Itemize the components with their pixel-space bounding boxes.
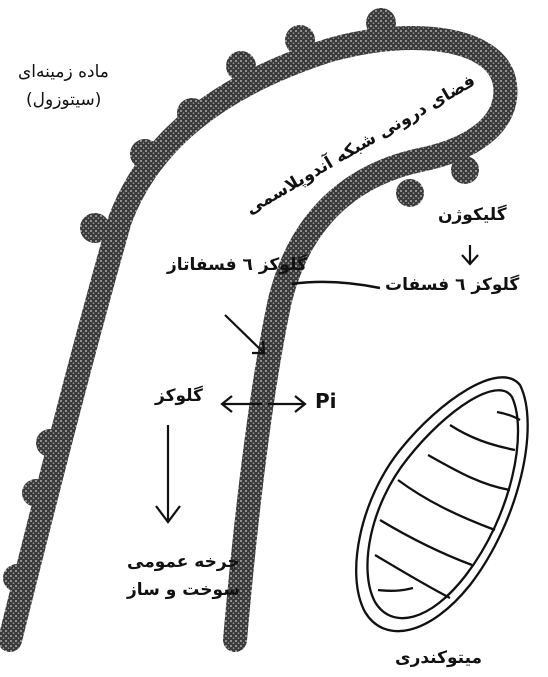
phosphatase-arrow	[225, 315, 264, 353]
glycogen-label: گلیکوژن	[438, 205, 507, 225]
ribosome	[366, 8, 396, 38]
ribosome	[130, 139, 160, 169]
ribosome	[22, 479, 50, 507]
g6p-leader-line	[292, 282, 380, 288]
ribosome	[3, 564, 31, 592]
ribosome	[285, 25, 315, 55]
ribosome	[80, 213, 110, 243]
ribosome	[451, 156, 479, 184]
cytosol-label: ماده زمینه‌ای	[18, 62, 109, 82]
mitochondrion-label: میتوکندری	[395, 648, 482, 668]
ribosome	[226, 51, 256, 81]
cytosol-paren-label: (سیتوزول)	[26, 90, 101, 110]
ribosome	[36, 429, 64, 457]
mitochondrion-shape	[356, 377, 527, 631]
ribosome	[177, 98, 207, 128]
pi-label: Pi	[315, 389, 337, 413]
er-membrane-outer	[10, 38, 505, 640]
glucose-label: گلوکز	[155, 386, 203, 406]
circulation-line1-label: چرخه عمومی	[127, 552, 240, 572]
g6pase-label: گلوکز ٦ فسفاتاز	[167, 255, 307, 275]
ribosome	[396, 179, 424, 207]
glycogen-arrow	[462, 245, 478, 264]
g6p-label: گلوکز ٦ فسفات	[385, 275, 519, 295]
glucose-down-arrow	[156, 425, 180, 522]
circulation-line2-label: سوخت و ساز	[127, 580, 240, 600]
